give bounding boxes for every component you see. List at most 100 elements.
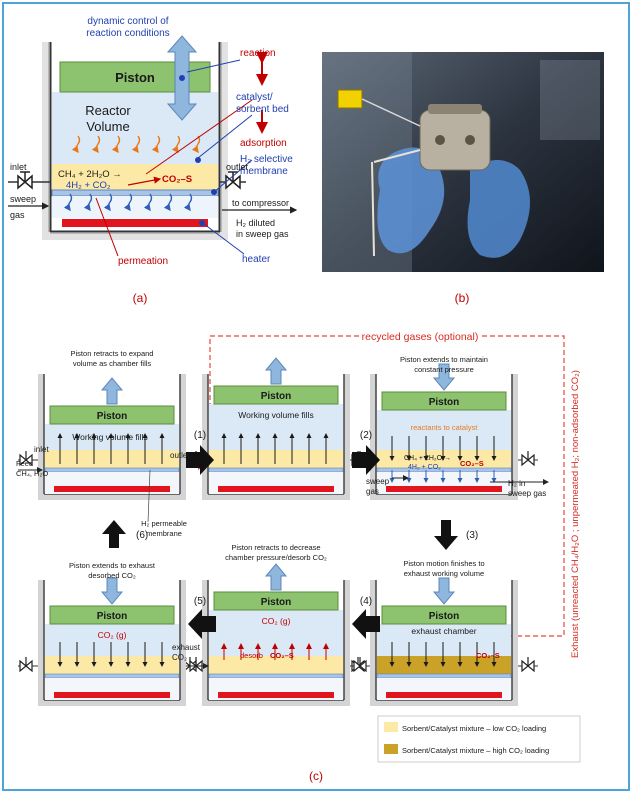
legend: Sorbent/Catalyst mixture – low CO₂ loadi… <box>377 715 581 763</box>
step-6-arrow-icon <box>102 520 126 548</box>
step-1-arrow-icon <box>186 445 214 475</box>
c6-volume <box>45 624 179 656</box>
reactor-volume-line1: Reactor <box>85 103 131 118</box>
c1-caption-line1: Piston retracts to expand <box>71 349 154 358</box>
c3-wall-bottom <box>370 494 518 500</box>
h2-permeable-line1: H₂ permeable <box>141 519 187 528</box>
c6-sorbent <box>45 656 179 674</box>
co2s-a: CO₂–S <box>162 174 192 185</box>
c1-inlet-label: inlet <box>34 445 49 454</box>
c6-wall-bottom <box>38 700 186 706</box>
diluted-line1: H₂ diluted <box>236 218 275 228</box>
c1-feed-line2: CH₄, H₂O <box>16 469 48 478</box>
step-5-label: (5) <box>194 596 206 607</box>
c2-wall-left <box>202 374 208 494</box>
panel-a-labels: Piston dynamic control of reaction condi… <box>10 16 293 305</box>
step-3-arrow-icon <box>434 520 458 550</box>
reactor-volume-line2: Volume <box>86 119 129 134</box>
c4-piston <box>381 605 507 625</box>
membrane-line1: H₂ selective <box>240 154 293 165</box>
exhaust-side-label: Exhaust (unreacted CH₄/H₂O ; unpermeated… <box>570 370 581 658</box>
c6-piston <box>49 605 175 625</box>
dynamic-control-line1: dynamic control of <box>87 16 168 27</box>
c5-wall-left <box>202 580 208 700</box>
c1-heater <box>54 486 170 492</box>
c4-membrane <box>376 673 512 679</box>
c2-wall-right <box>344 374 350 494</box>
recycled-label: recycled gases (optional) <box>362 331 479 343</box>
c1-wall-right <box>180 374 186 494</box>
c6-piston-label: Piston <box>97 611 128 622</box>
c1-feed-line1: Feed <box>16 459 33 468</box>
c3-eq-top: CH₄ + 2H₂O → <box>404 455 451 462</box>
adsorption-label: adsorption <box>240 138 287 149</box>
panel-c-labels: Piston retracts to expand volume as cham… <box>16 349 546 662</box>
c4-piston-label: Piston <box>429 611 460 622</box>
c1-membrane-callout <box>147 469 151 523</box>
c3-piston <box>381 391 507 411</box>
panel-b-photo: (b) <box>322 52 604 305</box>
c2-piston-label: Piston <box>261 391 292 402</box>
c3-piston-label: Piston <box>429 397 460 408</box>
c1-wall-left <box>38 374 44 494</box>
c5-sorbent <box>209 656 343 674</box>
legend-low-swatch <box>384 722 398 732</box>
c3-motion-down-icon <box>432 363 456 391</box>
c5-co2g: CO₂ (g) <box>262 616 291 626</box>
c5-piston-label: Piston <box>261 597 292 608</box>
c4-co2s: CO₂–S <box>476 651 500 660</box>
inlet-label-a: inlet <box>10 162 27 172</box>
c2-piston <box>213 385 339 405</box>
c4-wall-right <box>512 580 518 700</box>
c4-motion-down-icon <box>432 577 456 605</box>
dynamic-control-line2: reaction conditions <box>86 28 169 39</box>
membrane-line2: membrane <box>240 166 288 177</box>
c4-caption-line2: exhaust working volume <box>404 569 484 578</box>
sweep-line1-a: sweep <box>10 194 36 204</box>
c3-reactants-label: reactants to catalyst <box>411 423 479 432</box>
c1-working-label: Working volume fills <box>72 432 147 442</box>
c3-caption-line2: constant pressure <box>414 365 474 374</box>
c6-exhaust-line2: CO₂ <box>172 653 187 662</box>
to-compressor-label: to compressor <box>232 198 289 208</box>
c5-co2s: CO₂–S <box>270 651 294 660</box>
c2-wall-bottom <box>202 494 350 500</box>
c1-caption-line2: volume as chamber fills <box>73 359 152 368</box>
c4-exhaust-label: exhaust chamber <box>411 626 476 636</box>
catalyst-line1: catalyst/ <box>236 92 273 103</box>
c2-motion-up-icon <box>264 357 288 385</box>
legend-high-label: Sorbent/Catalyst mixture – high CO₂ load… <box>402 746 549 755</box>
c6-membrane <box>44 673 180 679</box>
sweep-line2-a: gas <box>10 210 25 220</box>
c2-membrane <box>208 467 344 473</box>
c3-sweep-line1: sweep <box>366 477 390 486</box>
c3-membrane <box>376 467 512 473</box>
c5-heater <box>218 692 334 698</box>
step-4-label: (4) <box>360 596 372 607</box>
step-3-label: (3) <box>466 530 478 541</box>
c2-volume <box>209 404 343 450</box>
c4-wall-left <box>370 580 376 700</box>
c1-membrane <box>44 467 180 473</box>
c5-membrane <box>208 673 344 679</box>
c5-desorb: desorb <box>240 651 263 660</box>
c6-exhaust-line1: exhaust <box>172 643 201 652</box>
step-4-arrow-icon <box>352 609 380 639</box>
c2-working-label: Working volume fills <box>238 410 313 420</box>
c6-caption-line2: desorbed CO₂ <box>88 571 136 580</box>
piston-a-label: Piston <box>115 70 155 85</box>
c1-sorbent <box>45 450 179 468</box>
c3-sweep-line2: gas <box>366 487 379 496</box>
step-arrows: (1) (2) (3) (4) (5) (6) <box>102 430 478 639</box>
legend-low-label: Sorbent/Catalyst mixture – low CO₂ loadi… <box>402 724 546 733</box>
c6-caption-line1: Piston extends to exhaust <box>69 561 156 570</box>
c3-caption-line1: Piston extends to maintain <box>400 355 488 364</box>
c6-wall-right <box>180 580 186 700</box>
c1-piston-label: Piston <box>97 411 128 422</box>
c3-volume <box>377 410 511 450</box>
c2-sorbent <box>209 450 343 468</box>
eq-top-a: CH₄ + 2H₂O → <box>58 169 122 180</box>
permeation-label: permeation <box>118 256 168 267</box>
h2-permeable-line2: membrane <box>146 529 182 538</box>
